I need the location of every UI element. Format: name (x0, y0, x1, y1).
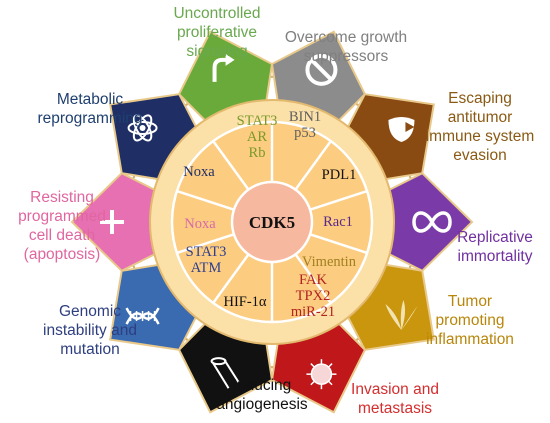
no-entry-icon (305, 53, 338, 86)
segment-divider (294, 253, 332, 304)
center-label: CDK5 (249, 213, 295, 232)
segment-label: Vimentin (302, 254, 357, 270)
segment-label: PDL1 (322, 167, 357, 183)
segment-divider (294, 140, 332, 191)
curved-arrow-icon (212, 53, 235, 82)
segment-divider (176, 189, 235, 211)
blood-vessel-icon (210, 357, 240, 389)
segment-label: Noxa (183, 164, 215, 180)
segment-divider (309, 189, 368, 211)
segment-divider (212, 253, 250, 304)
segment-divider (176, 233, 235, 255)
atom-icon (127, 114, 158, 142)
shield-pac-icon (388, 116, 415, 142)
cross-icon (100, 210, 124, 234)
segment-label: Rac1 (323, 214, 353, 230)
tumor-cell-icon (306, 359, 337, 390)
dna-helix-icon (125, 307, 160, 325)
segment-divider (212, 140, 250, 191)
infinity-icon (412, 211, 452, 233)
segment-divider (309, 233, 368, 255)
center-hub (230, 180, 314, 264)
segment-label: Noxa (184, 216, 216, 232)
flame-leaves-icon (385, 300, 418, 331)
segment-label: HIF-1α (223, 294, 266, 310)
